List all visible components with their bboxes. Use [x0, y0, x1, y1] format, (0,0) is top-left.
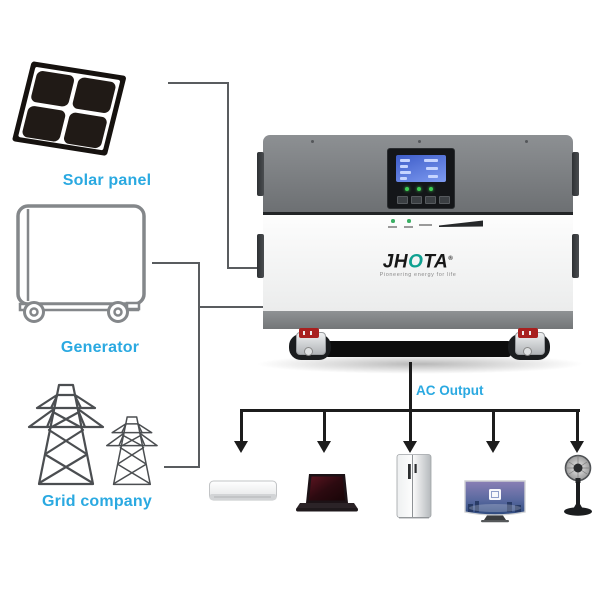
refrigerator-icon: [396, 454, 432, 519]
charge-gauge-icon: [439, 220, 483, 227]
handle-icon: [257, 234, 264, 278]
screw-icon: [418, 140, 421, 143]
solar-line-horizontal: [168, 82, 229, 84]
screw-icon: [311, 140, 314, 143]
indicator-caption: [388, 226, 397, 228]
control-panel: [387, 148, 455, 209]
down-arrow-icon: [403, 441, 417, 453]
ac-output-drop-line: [409, 362, 412, 412]
solar-line-vertical: [227, 82, 229, 269]
standing-fan-icon: [564, 454, 592, 516]
panel-button: [397, 196, 408, 204]
brand-tagline: Pioneering energy for life: [379, 272, 457, 279]
energy-storage-unit: JHOTA® Pioneering energy for life: [257, 135, 579, 362]
arrow-stem: [409, 409, 412, 442]
arrow-stem: [323, 409, 326, 442]
unit-battery-section: [263, 215, 573, 311]
ac-output-label: AC Output: [416, 383, 484, 398]
solar-panel-label: Solar panel: [62, 172, 152, 189]
handle-icon: [257, 152, 264, 196]
laptop-icon: [296, 474, 358, 512]
lcd-display: [396, 155, 446, 182]
arrow-stem: [240, 409, 243, 442]
unit-base-strip: [263, 311, 573, 329]
indicator-dot-icon: [391, 219, 395, 223]
status-led-icon: [417, 187, 421, 191]
down-arrow-icon: [234, 441, 248, 453]
down-arrow-icon: [317, 441, 331, 453]
handle-icon: [572, 234, 579, 278]
indicator-caption: [404, 226, 413, 228]
arrow-stem: [492, 409, 495, 442]
brand-block: JHOTA® Pioneering energy for life: [263, 249, 573, 279]
unit-underside-shadow: [325, 341, 511, 357]
bus-line-to-unit: [200, 306, 265, 308]
down-arrow-icon: [486, 441, 500, 453]
input-bus-line-vertical: [198, 262, 200, 468]
panel-button: [439, 196, 450, 204]
caster-wheel-icon: [506, 328, 554, 362]
status-led-icon: [405, 187, 409, 191]
air-conditioner-icon: [209, 480, 277, 501]
panel-button: [425, 196, 436, 204]
registered-mark: ®: [448, 256, 454, 262]
indicator-dot-icon: [407, 219, 411, 223]
caster-wheel-icon: [287, 328, 335, 362]
arrow-stem: [576, 409, 579, 442]
solar-line-to-unit: [227, 267, 265, 269]
indicator-caption: [419, 224, 432, 226]
solar-panel-icon: [12, 61, 126, 156]
status-led-icon: [429, 187, 433, 191]
down-arrow-icon: [570, 441, 584, 453]
brand-logo: JHOTA®: [382, 251, 454, 273]
unit-floor-shadow: [255, 354, 585, 374]
grid-line-horizontal: [164, 466, 200, 468]
handle-icon: [572, 152, 579, 196]
transmission-towers-icon: [27, 383, 158, 486]
television-icon: [464, 480, 526, 523]
generator-icon: [16, 204, 146, 323]
generator-line-horizontal: [152, 262, 200, 264]
screw-icon: [525, 140, 528, 143]
panel-button: [411, 196, 422, 204]
generator-label: Generator: [60, 339, 140, 356]
grid-company-label: Grid company: [42, 493, 152, 510]
